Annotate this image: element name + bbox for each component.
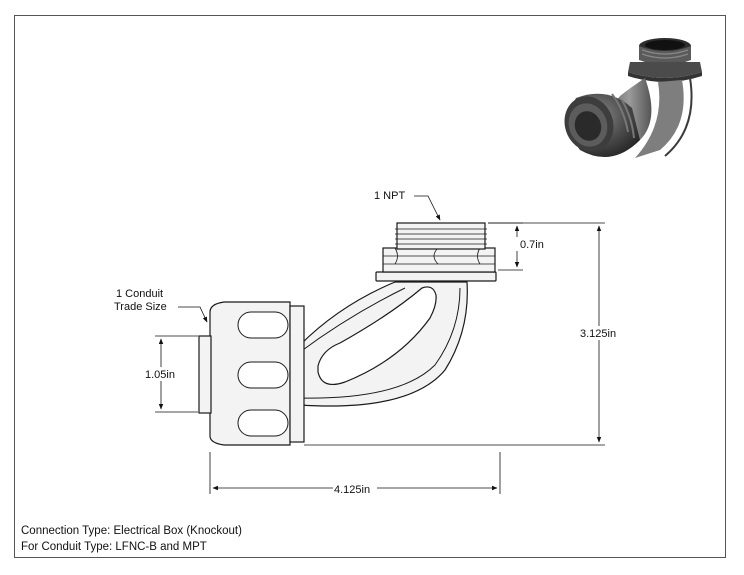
gland-ribs [237, 311, 289, 437]
overall-height-label: 3.125in [580, 328, 616, 340]
dimension-labels: 0.7in 3.125in 4.125in 1.05in 1 NPT 1 Con… [114, 190, 620, 496]
connection-type-note: Connection Type: Electrical Box (Knockou… [21, 525, 242, 537]
overall-width-label: 4.125in [334, 484, 370, 496]
fitting-side-view [198, 222, 497, 446]
thread-length-label: 0.7in [520, 239, 544, 251]
specification-notes: Connection Type: Electrical Box (Knockou… [21, 523, 242, 555]
threaded-end [396, 222, 486, 250]
dimension-lines [155, 195, 605, 494]
thread-size-label: 1 NPT [374, 190, 405, 202]
conduit-type-note: For Conduit Type: LFNC-B and MPT [21, 541, 207, 553]
isometric-view [564, 38, 702, 158]
gland-flange [289, 305, 305, 443]
drawing-border [14, 15, 726, 558]
flange-washer [375, 271, 497, 282]
elbow-slot [317, 286, 437, 385]
conduit-diameter-label: 1.05in [145, 369, 175, 381]
trade-size-label-line2: Trade Size [114, 301, 167, 313]
trade-size-label-line1: 1 Conduit [116, 288, 163, 300]
conduit-stub [198, 335, 212, 414]
